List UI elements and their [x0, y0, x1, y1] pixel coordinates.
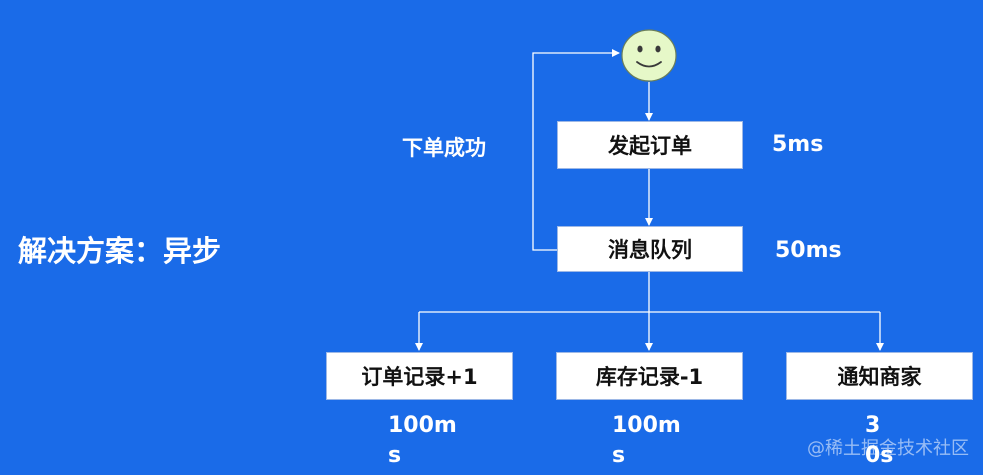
smiley-face-icon: [621, 29, 677, 82]
node-message-queue: 消息队列: [557, 226, 743, 272]
node-place-order: 发起订单: [557, 121, 743, 169]
time-place-order: 5ms: [772, 132, 824, 157]
time-order-record: 100ms: [388, 413, 457, 468]
node-label: 库存记录-1: [595, 365, 704, 389]
node-notify-merchant: 通知商家: [786, 352, 973, 400]
diagram-title: 解决方案：异步: [18, 234, 222, 268]
time-notify-merchant: 30s: [865, 413, 894, 468]
time-inventory-record: 100ms: [612, 413, 681, 468]
time-message-queue: 50ms: [775, 238, 842, 263]
node-label: 消息队列: [608, 238, 692, 262]
watermark: @稀土掘金技术社区: [807, 438, 969, 459]
node-order-record: 订单记录+1: [326, 352, 513, 400]
arrow-queue-to-face-loop: [532, 49, 620, 251]
node-label: 发起订单: [608, 134, 692, 158]
node-inventory-record: 库存记录-1: [556, 352, 743, 400]
node-label: 通知商家: [837, 365, 922, 389]
node-label: 订单记录+1: [361, 365, 478, 389]
loop-label: 下单成功: [402, 136, 486, 160]
